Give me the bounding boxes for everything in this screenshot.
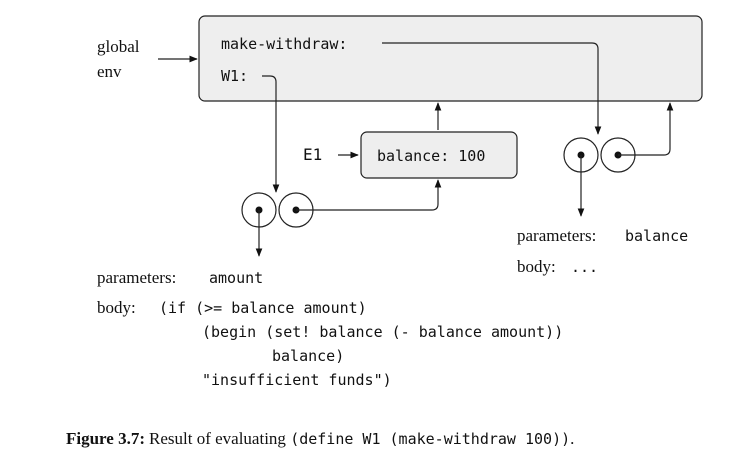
w1-arrow — [262, 75, 280, 193]
left-proc-env-arrow — [296, 179, 442, 211]
binding-w1: W1: — [221, 67, 248, 85]
right-params-label: parameters: — [517, 226, 596, 245]
make-withdraw-arrow — [382, 42, 602, 135]
e1-label: E1 — [303, 145, 322, 164]
left-params-label: parameters: — [97, 268, 176, 287]
right-body-value: ... — [571, 258, 598, 276]
left-params-value: amount — [209, 269, 263, 287]
left-body-line-3: balance) — [272, 347, 344, 365]
e1-binding-balance: balance: 100 — [377, 147, 485, 165]
e1-frame — [360, 131, 518, 179]
caption-text-before: Result of evaluating — [149, 429, 290, 448]
global-env-frame — [198, 15, 703, 102]
right-params-value: balance — [625, 227, 688, 245]
left-body-line-2: (begin (set! balance (- balance amount)) — [202, 323, 563, 341]
caption-text-after: . — [570, 429, 574, 448]
caption-label: Figure 3.7: — [66, 429, 145, 448]
right-proc-env-arrow — [618, 102, 674, 156]
caption-code: (define W1 (make-withdraw 100)) — [290, 430, 570, 448]
binding-make-withdraw: make-withdraw: — [221, 35, 347, 53]
figure-caption: Figure 3.7:Result of evaluating (define … — [66, 429, 574, 448]
left-body-label: body: — [97, 298, 136, 317]
right-body-label: body: — [517, 257, 556, 276]
left-body-line-4: "insufficient funds") — [202, 371, 392, 389]
global-env-label-line2: env — [97, 62, 122, 81]
global-env-label-line1: global — [97, 37, 140, 56]
left-body-line-1: (if (>= balance amount) — [159, 299, 367, 317]
